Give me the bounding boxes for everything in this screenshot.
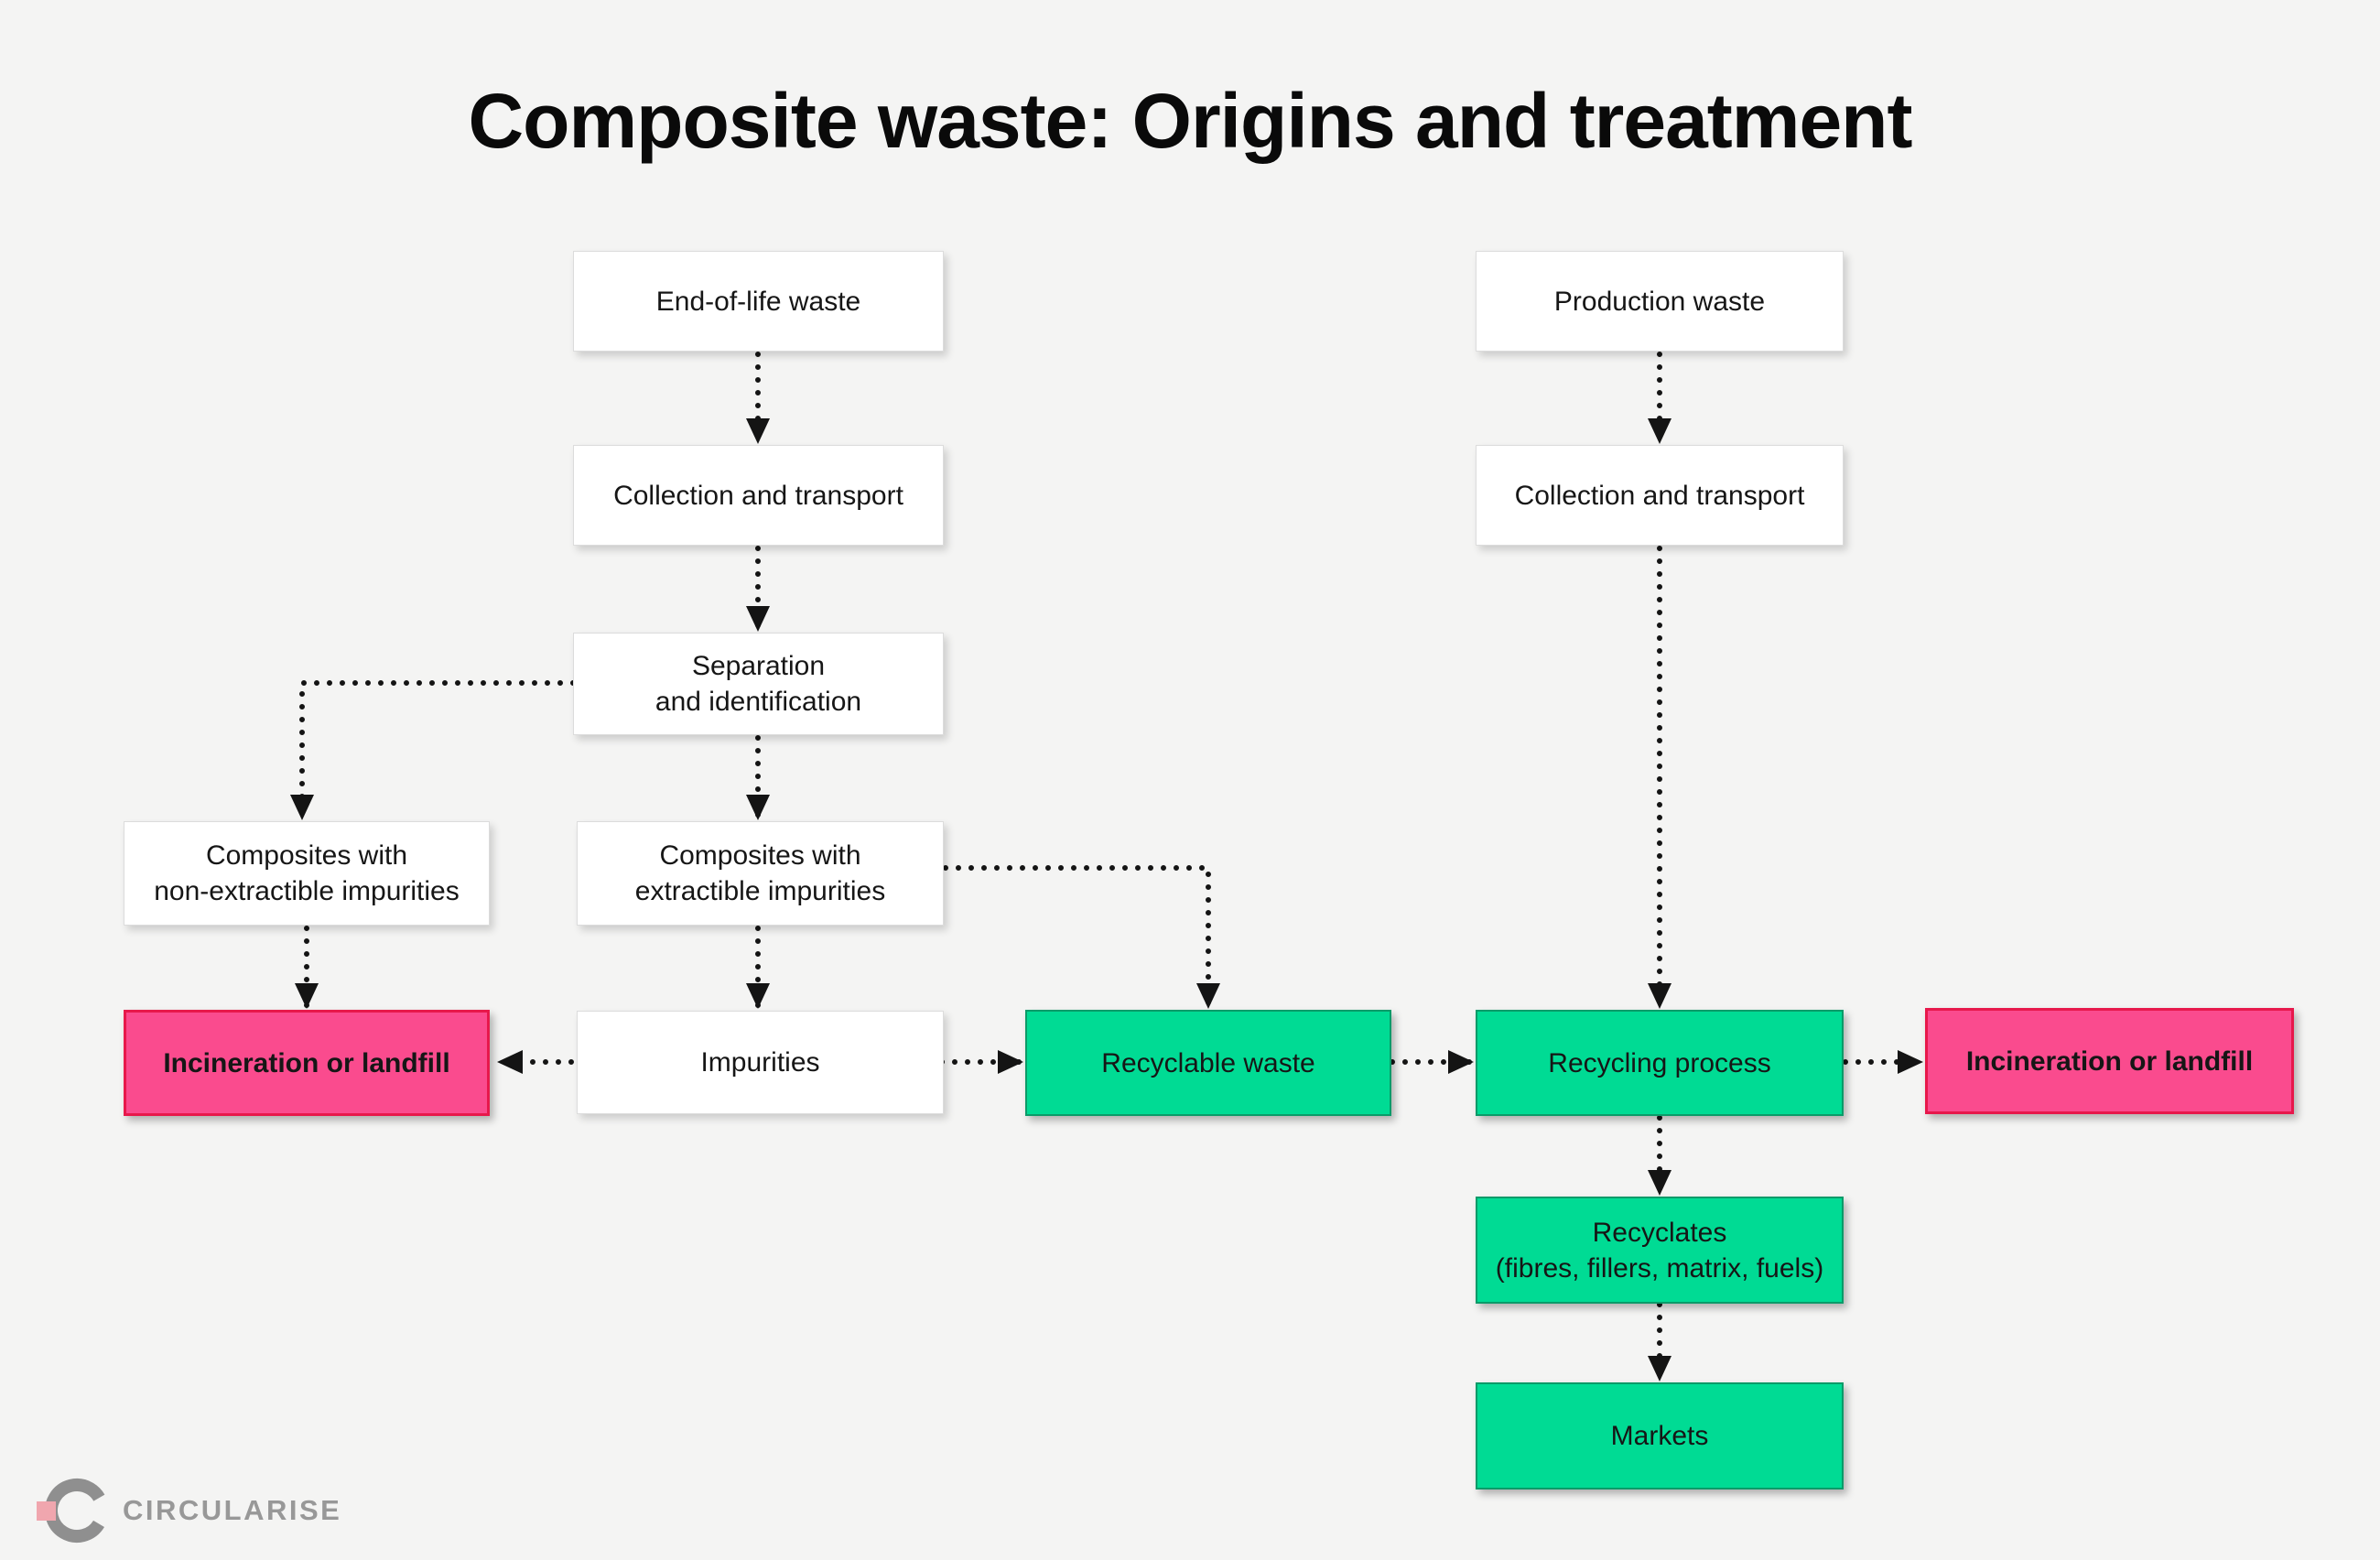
node-composites-non-extractible: Composites with non-extractible impuriti…: [124, 821, 490, 926]
node-collection-and-transport-right: Collection and transport: [1476, 445, 1844, 546]
node-label: Impurities: [700, 1047, 820, 1078]
node-label: (fibres, fillers, matrix, fuels): [1495, 1252, 1824, 1284]
page-title: Composite waste: Origins and treatment: [468, 78, 1913, 164]
node-label: Collection and transport: [613, 480, 903, 511]
arrow-separation-to-nonextractible: [290, 680, 576, 821]
node-end-of-life-waste: End-of-life waste: [573, 251, 944, 352]
node-markets: Markets: [1476, 1382, 1844, 1490]
node-impurities: Impurities: [577, 1011, 944, 1114]
node-label: Collection and transport: [1514, 480, 1805, 511]
node-label: extractible impurities: [634, 876, 886, 906]
node-production-waste: Production waste: [1476, 251, 1844, 352]
node-separation-and-identification: Separation and identification: [573, 633, 944, 735]
arrow-extractible-to-recyclable: [943, 865, 1220, 1010]
node-incineration-or-landfill-right: Incineration or landfill: [1925, 1008, 2294, 1114]
node-label: Composites with: [205, 840, 408, 871]
node-label: Markets: [1610, 1421, 1709, 1451]
node-recyclates: Recyclates (fibres, fillers, matrix, fue…: [1476, 1197, 1844, 1304]
node-label: Separation: [691, 651, 826, 681]
node-label: Incineration or landfill: [163, 1047, 450, 1078]
node-collection-and-transport-left: Collection and transport: [573, 445, 944, 546]
circularise-logo-text: CIRCULARISE: [123, 1494, 342, 1526]
node-label: Recyclable waste: [1101, 1047, 1315, 1078]
circularise-logo-icon: [37, 1479, 109, 1543]
node-label: Production waste: [1553, 286, 1766, 317]
node-label: End-of-life waste: [655, 286, 861, 317]
node-incineration-or-landfill-left: Incineration or landfill: [124, 1010, 490, 1116]
node-recycling-process: Recycling process: [1476, 1010, 1844, 1116]
circularise-logo: CIRCULARISE: [37, 1472, 341, 1549]
node-label: Incineration or landfill: [1965, 1045, 2254, 1077]
node-composites-extractible: Composites with extractible impurities: [577, 821, 944, 926]
node-label: Recycling process: [1548, 1047, 1771, 1078]
node-label: Recyclates: [1592, 1217, 1727, 1248]
node-recyclable-waste: Recyclable waste: [1025, 1010, 1391, 1116]
node-label: non-extractible impurities: [154, 876, 460, 906]
node-label: Composites with: [659, 840, 861, 871]
node-label: and identification: [654, 687, 862, 717]
